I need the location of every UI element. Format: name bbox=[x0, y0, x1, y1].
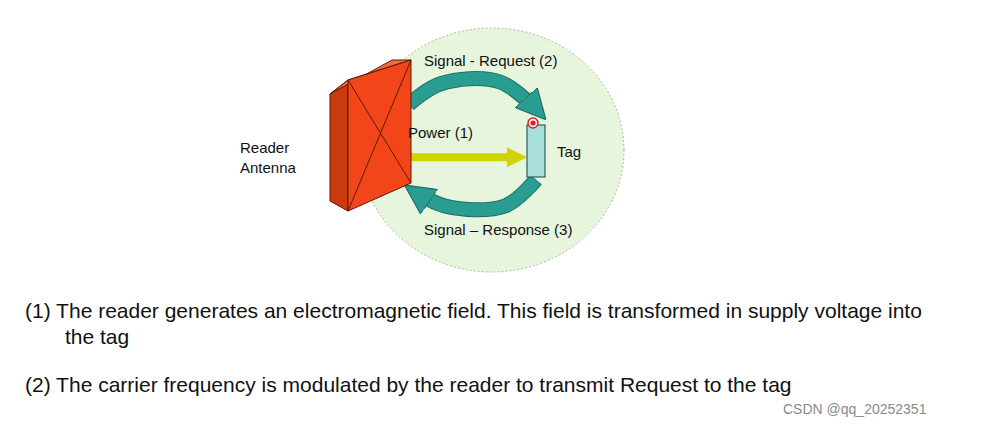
node-label: Tag bbox=[557, 142, 597, 162]
tag-shape bbox=[527, 125, 545, 177]
tag-body bbox=[527, 125, 545, 177]
tag: Tag bbox=[527, 125, 545, 177]
reader-antenna-shape bbox=[328, 58, 413, 213]
tag-chip-ring bbox=[528, 118, 538, 128]
antenna-side bbox=[330, 80, 348, 211]
watermark: CSDN @qq_20252351 bbox=[783, 400, 983, 418]
note-text: (2) The carrier frequency is modulated b… bbox=[25, 372, 975, 398]
connector-path bbox=[405, 180, 537, 210]
antenna-face bbox=[348, 60, 411, 211]
connector-path bbox=[407, 153, 527, 161]
tag-chip bbox=[530, 120, 535, 125]
request-arrow bbox=[409, 79, 546, 120]
note-text: (1) The reader generates an electromagne… bbox=[25, 298, 945, 350]
reader-antenna: Reader Antenna bbox=[328, 58, 413, 213]
response-arrow bbox=[405, 180, 537, 210]
node-label: Reader Antenna bbox=[240, 138, 312, 178]
edge-label: Signal – Response (3) bbox=[424, 221, 572, 239]
connector-outline bbox=[409, 79, 546, 120]
edge-label: Power (1) bbox=[408, 124, 473, 142]
edge-label: Signal - Request (2) bbox=[424, 52, 557, 70]
power-arrow bbox=[407, 157, 527, 158]
connector-path bbox=[409, 79, 546, 120]
connector-outline bbox=[405, 180, 537, 210]
antenna-cross bbox=[348, 60, 411, 211]
